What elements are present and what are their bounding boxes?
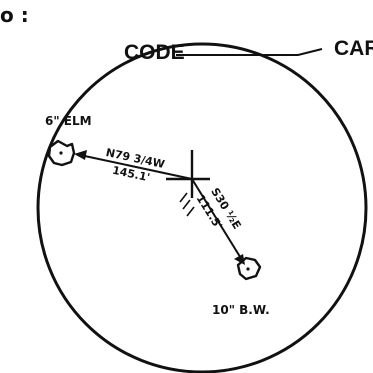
tree-2-center-dot [246,267,250,271]
tree-2-symbol [236,256,262,281]
tree-1-center-dot [59,151,63,155]
tree-2-label: 10" B.W. [212,303,270,317]
corner-mark: o : [0,3,29,27]
boundary-circle [36,42,368,373]
car-label: CAR [334,37,373,60]
tree-1-label: 6" ELM [45,114,92,128]
bearing-line-2-arrowhead [234,254,245,265]
line-2-hatching [179,192,195,217]
code-car-leader-line [176,48,323,56]
code-label: CODE [124,41,185,64]
bearing-line-1 [79,154,193,180]
bearing-line-1-arrowhead [74,150,87,160]
tree-1-symbol [47,139,76,167]
bearing-line-2 [191,178,243,261]
